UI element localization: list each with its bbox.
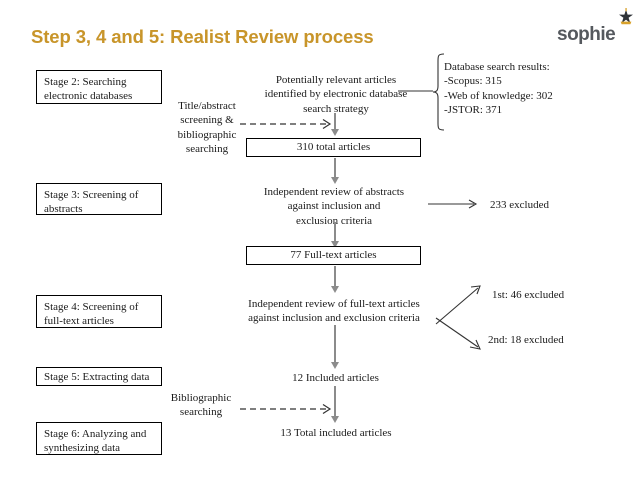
stage-4-line-2: full-text articles	[44, 314, 114, 327]
stage-2-line-2: electronic databases	[44, 89, 133, 102]
review-fulltext-line-2: against inclusion and exclusion criteria	[248, 312, 420, 325]
excluded-1st-label: 1st: 46 excluded	[492, 289, 565, 301]
arrow-review-to-77	[331, 222, 339, 248]
callout-leader-line	[398, 90, 433, 92]
total-included-13-label: 13 Total included articles	[280, 427, 392, 439]
stage-3-line-2: abstracts	[44, 202, 83, 215]
arrow-to-2nd-excluded	[435, 317, 481, 350]
top-text-line-3: search strategy	[303, 102, 369, 115]
callout-item-scopus: -Scopus: 315	[444, 75, 502, 88]
database-search-results-callout: Database search results: -Scopus: 315 -W…	[444, 60, 634, 117]
box-77-full-text-articles[interactable]: 77 Full-text articles	[246, 246, 421, 265]
stage-4-line-1: Stage 4: Screening of	[44, 301, 139, 313]
excluded-2nd-label: 2nd: 18 excluded	[488, 334, 564, 346]
bibliographic-line-2: searching	[179, 406, 223, 419]
callout-item-jstor: -JSTOR: 371	[444, 103, 503, 116]
title-abstract-screening-label: Title/abstract screening & bibliographic…	[168, 99, 246, 156]
included-12-label: 12 Included articles	[292, 372, 379, 384]
excluded-233-label: 233 excluded	[490, 199, 549, 211]
review-fulltext-line-1: Independent review of full-text articles	[248, 298, 420, 310]
callout-title: Database search results:	[444, 61, 550, 73]
title-abstract-line-3: bibliographic	[177, 128, 237, 141]
stage-5-line-1: Stage 5: Extracting data	[44, 371, 150, 383]
stage-box-stage-4[interactable]: Stage 4: Screening of full-text articles	[36, 295, 162, 328]
dashed-arrow-title-abstract	[240, 118, 332, 130]
arrow-to-233-excluded	[428, 199, 478, 209]
star-icon	[619, 8, 633, 25]
callout-bracket	[432, 53, 445, 131]
arrow-to-1st-excluded	[435, 285, 481, 325]
dashed-arrow-bibliographic	[240, 403, 332, 415]
title-abstract-line-2: screening &	[180, 114, 234, 127]
arrow-77-to-review-fulltext	[331, 266, 339, 293]
arrow-review-fulltext-to-12	[331, 325, 339, 369]
arrow-top-to-310	[331, 113, 339, 136]
box-77-label: 77 Full-text articles	[290, 248, 377, 261]
review-abstracts-line-2: against inclusion and	[287, 200, 381, 213]
stage-box-stage-5[interactable]: Stage 5: Extracting data	[36, 367, 162, 386]
potentially-relevant-articles-text: Potentially relevant articles identified…	[250, 73, 422, 116]
sophie-logo: sophie	[557, 8, 635, 48]
arrow-12-to-13	[331, 386, 339, 423]
title-abstract-line-4: searching	[185, 142, 229, 155]
page-title: Step 3, 4 and 5: Realist Review process	[31, 26, 374, 47]
stage-6-line-1: Stage 6: Analyzing and	[44, 428, 147, 440]
review-abstracts-line-1: Independent review of abstracts	[263, 186, 405, 198]
box-310-label: 310 total articles	[296, 140, 371, 153]
independent-review-fulltext-text: Independent review of full-text articles…	[234, 297, 434, 326]
box-310-total-articles[interactable]: 310 total articles	[246, 138, 421, 157]
stage-box-stage-2[interactable]: Stage 2: Searching electronic databases	[36, 70, 162, 104]
bibliographic-line-1: Bibliographic	[170, 392, 232, 404]
bibliographic-searching-label: Bibliographic searching	[165, 391, 237, 420]
logo-wordmark: sophie	[557, 24, 616, 45]
title-abstract-line-1: Title/abstract	[178, 100, 236, 112]
review-abstracts-line-3: exclusion criteria	[295, 214, 373, 227]
stage-6-line-2: synthesizing data	[44, 441, 121, 454]
stage-box-stage-3[interactable]: Stage 3: Screening of abstracts	[36, 183, 162, 215]
top-text-line-1: Potentially relevant articles	[275, 74, 397, 86]
arrow-310-to-review-abstracts	[331, 158, 339, 184]
callout-item-web-of-knowledge: -Web of knowledge: 302	[444, 89, 553, 102]
top-text-line-2: identified by electronic database	[264, 88, 408, 101]
independent-review-abstracts-text: Independent review of abstracts against …	[243, 185, 425, 228]
stage-2-line-1: Stage 2: Searching	[44, 76, 127, 88]
stage-box-stage-6[interactable]: Stage 6: Analyzing and synthesizing data	[36, 422, 162, 455]
stage-3-line-1: Stage 3: Screening of	[44, 189, 139, 201]
